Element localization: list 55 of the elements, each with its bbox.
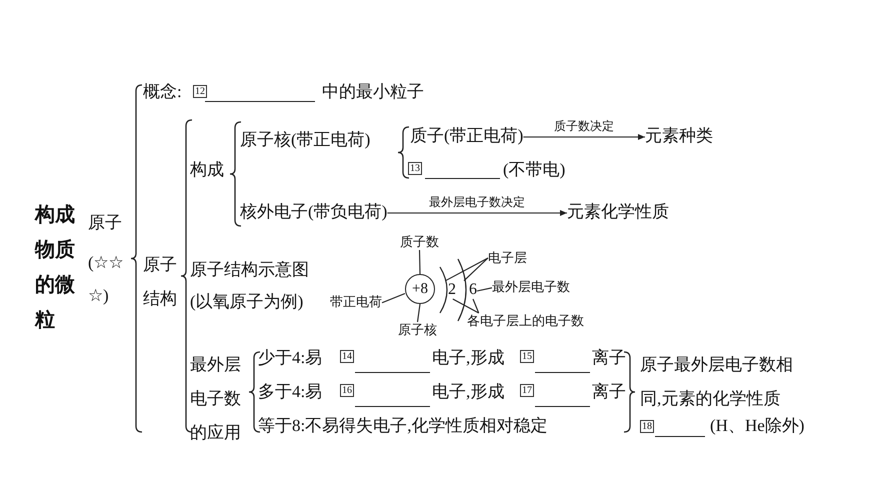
text-label: 质子(带正电荷): [410, 126, 524, 146]
electron-shell-arc: [439, 266, 448, 314]
text-label: (以氧原子为例): [190, 292, 304, 312]
electron-count: 2: [448, 280, 456, 300]
electron-shell-arc: [457, 258, 467, 322]
edge-label: 最外层电子数决定: [429, 195, 526, 209]
leader-line: [472, 298, 480, 314]
text-label: 离子: [592, 348, 626, 368]
question-number: 14: [340, 350, 354, 363]
question-number: 13: [408, 162, 422, 175]
text-label: 原子结构示意图: [190, 260, 309, 280]
arrow: [387, 210, 567, 216]
text-label: 中的最小粒子: [322, 82, 424, 102]
text-label: 原子: [88, 213, 122, 233]
text-label: 电子,形成: [432, 348, 504, 368]
text-label: 概念:: [143, 82, 182, 102]
text-label: 质子数: [400, 234, 439, 250]
text-label: 原子核(带正电荷): [240, 130, 370, 150]
text-label: 最外层电子数的应用: [190, 354, 242, 444]
text-label: 电子层: [488, 250, 527, 266]
question-number: 17: [520, 384, 534, 397]
nucleus-circle: +8: [405, 274, 435, 304]
electron-count: 6: [469, 280, 477, 300]
leader-line: [476, 287, 492, 292]
text-label: 元素种类: [645, 126, 713, 146]
text-label: 多于4:易: [258, 382, 322, 402]
text-label: 少于4:易: [258, 348, 322, 368]
text-label: 原子最外层电子数相同,元素的化学性质: [640, 354, 794, 410]
question-number: 18: [640, 420, 654, 433]
arrow: [523, 134, 645, 140]
text-label: (☆☆☆): [88, 252, 125, 307]
text-label: (H、He除外): [710, 416, 804, 436]
text-label: 离子: [592, 382, 626, 402]
text-label: 带正电荷: [330, 294, 382, 310]
leader-line: [418, 250, 421, 274]
text-label: 最外层电子数: [492, 279, 570, 295]
leader-line: [416, 304, 421, 322]
edge-label: 质子数决定: [554, 119, 614, 133]
text-label: 元素化学性质: [567, 202, 669, 222]
question-number: 12: [193, 85, 207, 98]
text-label: 原子结构: [143, 254, 178, 310]
text-label: 原子核: [398, 322, 437, 338]
text-label: 构成: [190, 160, 224, 180]
text-label: 电子,形成: [432, 382, 504, 402]
text-label: (不带电): [503, 160, 566, 180]
question-number: 16: [340, 384, 354, 397]
leader-line: [382, 292, 406, 304]
leader-line: [445, 258, 488, 282]
question-number: 15: [520, 350, 534, 363]
leader-line: [452, 298, 479, 314]
text-label: 核外电子(带负电荷): [240, 202, 388, 222]
leader-line: [464, 258, 488, 282]
topic-heading: 构成物质的微粒: [35, 203, 76, 333]
text-label: 等于8:不易得失电子,化学性质相对稳定: [258, 416, 548, 436]
text-label: 各电子层上的电子数: [467, 313, 584, 329]
